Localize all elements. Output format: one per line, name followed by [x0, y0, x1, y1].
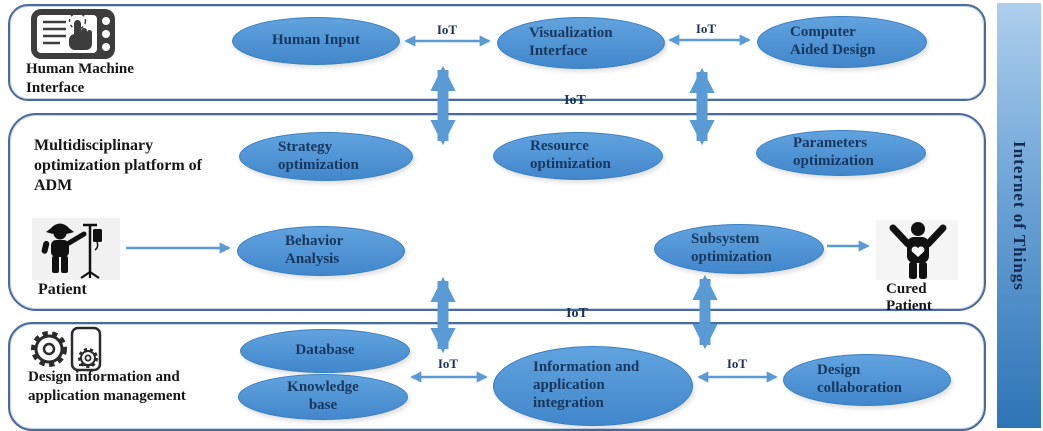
iot-label-bottom-right: IoT — [726, 356, 748, 371]
iot-label-gap-top: IoT — [564, 93, 586, 108]
gears-phone-icon — [28, 326, 110, 377]
section-title-hmi: Human Machine Interface — [26, 61, 134, 96]
iot-label-bottom-left: IoT — [437, 356, 459, 371]
internet-of-things-bar-label: Internet of Things — [1010, 140, 1029, 291]
node-human-input: Human Input — [232, 17, 400, 65]
node-design-collaboration: Design collaboration — [783, 354, 951, 406]
node-visualization-interface: Visualization Interface — [497, 17, 665, 69]
iot-label-top-right: IoT — [695, 21, 717, 36]
section-title-diam: Design information and application manag… — [28, 369, 186, 404]
node-information-application-integration: Information and application integration — [493, 346, 693, 426]
patient-icon — [32, 218, 120, 285]
patient-label: Patient — [38, 281, 87, 298]
cured-patient-icon — [878, 220, 958, 285]
cured-patient-label: Cured Patient — [886, 281, 932, 315]
node-subsystem-optimization: Subsystem optimization — [654, 224, 824, 274]
node-resource-optimization: Resource optimization — [493, 132, 663, 180]
internet-of-things-bar: Internet of Things — [997, 3, 1041, 428]
iot-label-gap-bottom: IoT — [566, 306, 588, 321]
touchscreen-hmi-icon — [30, 8, 116, 65]
node-computer-aided-design: Computer Aided Design — [757, 16, 927, 68]
section-title-modm: Multidisciplinary optimization platform … — [34, 137, 202, 194]
node-parameters-optimization: Parameters optimization — [756, 130, 926, 176]
iot-label-top-left: IoT — [436, 22, 458, 37]
node-database: Database — [240, 329, 410, 373]
node-behavior-analysis: Behavior Analysis — [237, 226, 405, 276]
node-knowledge-base: Knowledge base — [238, 374, 408, 420]
node-strategy-optimization: Strategy optimization — [239, 132, 413, 181]
